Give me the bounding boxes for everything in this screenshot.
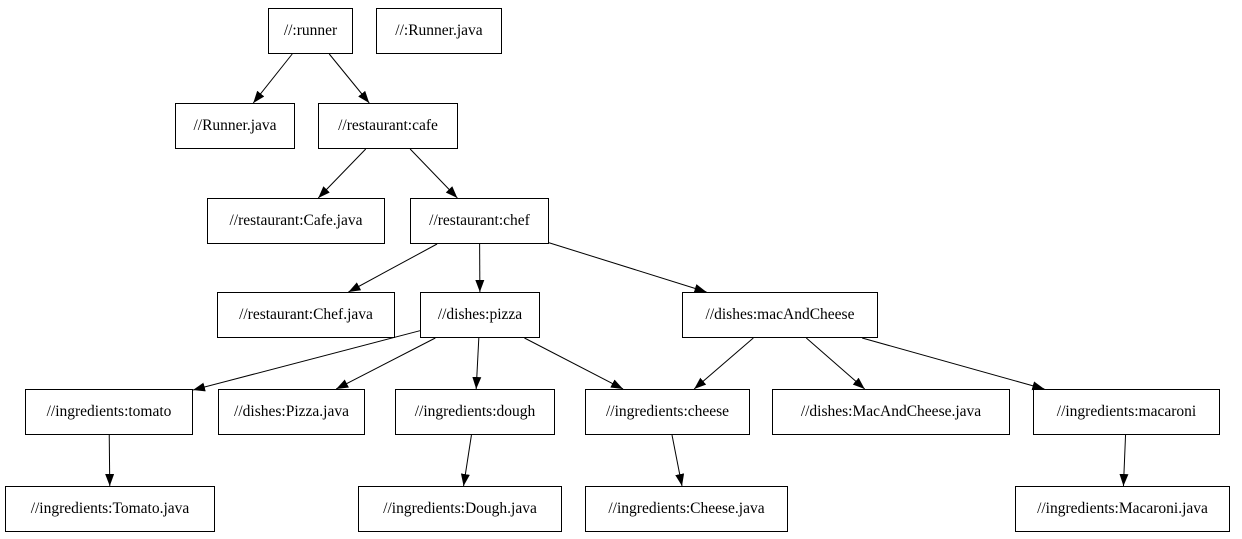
edge-mac-and-cheese-to-cheese: [693, 337, 754, 390]
edge-pizza-to-tomato: [192, 330, 421, 392]
edge-cafe-to-chef: [409, 148, 458, 199]
graph-node-macaroni-java: //ingredients:Macaroni.java: [1015, 486, 1230, 532]
graph-node-mac-and-cheese-java: //dishes:MacAndCheese.java: [772, 389, 1010, 435]
edge-chef-to-mac-and-cheese: [548, 242, 707, 293]
graph-node-cheese-java: //ingredients:Cheese.java: [585, 486, 788, 532]
edge-pizza-to-pizza-java: [335, 337, 436, 390]
graph-node-mac-and-cheese: //dishes:macAndCheese: [682, 292, 878, 338]
graph-node-cafe-java: //restaurant:Cafe.java: [207, 198, 385, 244]
edge-runner-to-runner-java: [252, 53, 293, 104]
graph-node-tomato: //ingredients:tomato: [25, 389, 193, 435]
edge-pizza-to-cheese: [524, 337, 624, 390]
graph-node-cafe: //restaurant:cafe: [318, 103, 458, 149]
graph-node-pizza-java: //dishes:Pizza.java: [218, 389, 365, 435]
edge-chef-to-chef-java: [348, 243, 438, 293]
edge-group: [105, 53, 1129, 487]
graph-node-chef-java: //restaurant:Chef.java: [217, 292, 395, 338]
graph-node-dough-java: //ingredients:Dough.java: [358, 486, 562, 532]
edge-tomato-to-tomato-java: [105, 434, 115, 487]
graph-node-chef: //restaurant:chef: [410, 198, 549, 244]
graph-node-macaroni: //ingredients:macaroni: [1033, 389, 1220, 435]
graph-node-pizza: //dishes:pizza: [420, 292, 540, 338]
graph-node-cheese: //ingredients:cheese: [585, 389, 750, 435]
graph-node-runner-java: //Runner.java: [175, 103, 295, 149]
edge-macaroni-to-macaroni-java: [1119, 434, 1129, 487]
graph-node-runner: //:runner: [268, 8, 353, 54]
edge-cheese-to-cheese-java: [671, 434, 685, 487]
edge-cafe-to-cafe-java: [317, 148, 367, 199]
edge-dough-to-dough-java: [460, 434, 472, 487]
edge-runner-to-cafe: [328, 53, 370, 104]
edge-pizza-to-dough: [472, 337, 482, 390]
edge-mac-and-cheese-to-mac-and-cheese-java: [805, 337, 866, 390]
graph-node-dough: //ingredients:dough: [395, 389, 555, 435]
graph-node-runner-java-target: //:Runner.java: [376, 8, 502, 54]
edge-mac-and-cheese-to-macaroni: [862, 337, 1045, 391]
graph-node-tomato-java: //ingredients:Tomato.java: [5, 486, 215, 532]
